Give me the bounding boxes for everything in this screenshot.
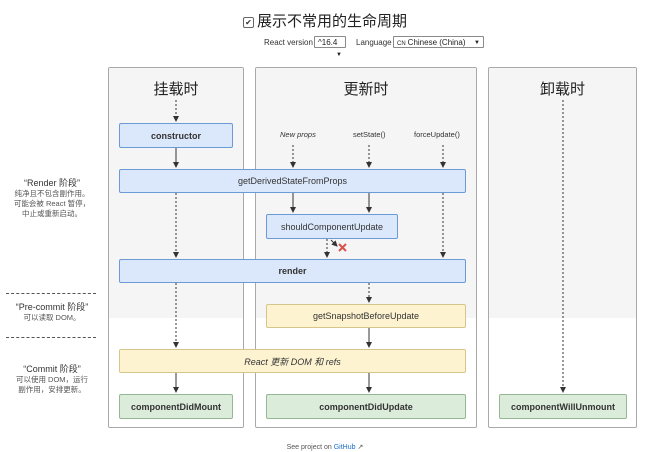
react-updates-dom-box[interactable]: React 更新 DOM 和 refs [119, 349, 466, 373]
get-derived-state-box[interactable]: getDerivedStateFromProps [119, 169, 466, 193]
unmounting-column-title: 卸载时 [539, 81, 585, 98]
react-version-select[interactable]: ^16.4 ▼ [314, 36, 346, 58]
precommit-phase-note: “Pre-commit 阶段” 可以读取 DOM。 [0, 302, 104, 323]
flag-icon: CN [397, 41, 406, 47]
commit-phase-title: “Commit 阶段” [23, 364, 81, 374]
render-phase-desc-1: 纯净且不包含副作用。 [14, 189, 90, 198]
react-version-label: React version [264, 38, 313, 47]
render-phase-desc-2: 可能会被 React 暂停， [13, 199, 91, 208]
page-title: ✔展示不常用的生命周期 [0, 10, 650, 31]
footer-prefix: See project on [286, 444, 332, 451]
chevron-down-icon: ▼ [336, 52, 342, 58]
language-value: Chinese (China) [407, 38, 466, 47]
should-component-update-box[interactable]: shouldComponentUpdate [266, 214, 398, 239]
component-did-update-box[interactable]: componentDidUpdate [266, 394, 466, 419]
phase-divider [6, 337, 96, 338]
phase-divider [6, 293, 96, 294]
cancel-x-icon [338, 243, 347, 252]
precommit-phase-title: “Pre-commit 阶段” [15, 302, 89, 312]
footer: See project on GitHub ↗ [0, 443, 650, 451]
mounting-column-title: 挂载时 [153, 81, 199, 98]
trigger-force-update: forceUpdate() [414, 130, 460, 139]
component-did-mount-box[interactable]: componentDidMount [119, 394, 233, 419]
language-label: Language [356, 38, 392, 47]
chevron-down-icon: ▼ [474, 40, 480, 46]
updating-column-title: 更新时 [343, 81, 389, 98]
get-snapshot-box[interactable]: getSnapshotBeforeUpdate [266, 304, 466, 328]
external-link-icon: ↗ [357, 444, 364, 451]
arrow-scu-cancel [330, 239, 338, 247]
render-box[interactable]: render [119, 259, 466, 283]
react-version-value: ^16.4 [318, 38, 338, 47]
checkbox-icon[interactable]: ✔ [242, 17, 254, 28]
component-will-unmount-box[interactable]: componentWillUnmount [499, 394, 627, 419]
trigger-set-state: setState() [353, 130, 386, 139]
constructor-box[interactable]: constructor [119, 123, 233, 148]
precommit-phase-desc-1: 可以读取 DOM。 [23, 313, 81, 322]
commit-phase-desc-1: 可以使用 DOM，运行 [15, 375, 89, 384]
trigger-new-props: New props [280, 130, 316, 139]
render-phase-title: “Render 阶段” [23, 178, 80, 188]
commit-phase-note: “Commit 阶段” 可以使用 DOM，运行 副作用，安排更新。 [0, 364, 104, 395]
commit-phase-desc-2: 副作用，安排更新。 [18, 385, 86, 394]
render-phase-note: “Render 阶段” 纯净且不包含副作用。 可能会被 React 暂停， 中止… [0, 178, 104, 219]
github-link[interactable]: GitHub [333, 444, 356, 451]
render-phase-desc-3: 中止或重新启动。 [22, 209, 82, 218]
page-title-text: 展示不常用的生命周期 [256, 13, 407, 30]
